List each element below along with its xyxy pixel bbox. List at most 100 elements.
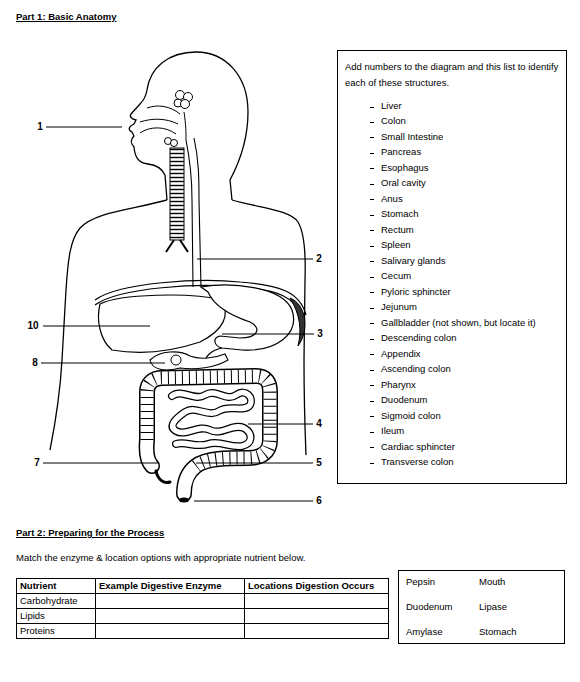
salivary-gland-lobe: [171, 140, 178, 147]
list-dash: [370, 153, 374, 154]
list-dash: [370, 354, 374, 355]
list-item: Descending colon: [381, 332, 457, 344]
bronchi: [166, 240, 188, 252]
nasal-cavity: [147, 106, 180, 114]
table-border: [17, 579, 389, 639]
callout-number: 1: [37, 121, 43, 133]
list-dash: [370, 107, 374, 108]
option-text: Mouth: [479, 576, 505, 588]
list-item: Liver: [381, 100, 402, 112]
callout-number: 7: [34, 457, 40, 469]
colon-haustra: [147, 376, 270, 466]
option-text: Stomach: [479, 626, 517, 638]
instruction-text: Match the enzyme & location options with…: [16, 552, 305, 564]
list-dash: [370, 308, 374, 309]
list-item: Anus: [381, 193, 403, 205]
option-text: Amylase: [406, 626, 442, 638]
option-text: Pepsin: [406, 576, 435, 588]
instruction-text: Add numbers to the diagram and this list…: [345, 59, 560, 91]
callout-number: 3: [317, 328, 323, 340]
leader-line: [197, 259, 313, 260]
list-dash: [370, 416, 374, 417]
option-box: PepsinMouthDuodenumLipaseAmylaseStomach: [398, 570, 565, 644]
list-item: Esophagus: [381, 162, 429, 174]
list-dash: [370, 277, 374, 278]
pancreas: [150, 352, 228, 370]
list-dash: [370, 385, 374, 386]
trachea: [170, 148, 184, 240]
leader-line: [194, 501, 313, 502]
list-dash: [370, 261, 374, 262]
section-heading: Part 1: Basic Anatomy: [16, 11, 117, 23]
list-item: Cecum: [381, 270, 411, 282]
list-dash: [370, 339, 374, 340]
list-item: Cardiac sphincter: [381, 441, 455, 453]
list-dash: [370, 447, 374, 448]
small-intestine-fill: [172, 393, 251, 447]
esophagus-wall: [194, 138, 201, 287]
list-item: Pyloric sphincter: [381, 286, 451, 298]
callout-number: 8: [32, 357, 38, 369]
list-item: Gallbladder (not shown, but locate it): [381, 317, 536, 329]
list-item: Jejunum: [381, 301, 417, 313]
list-dash: [370, 122, 374, 123]
leader-line: [43, 326, 150, 327]
list-dash: [370, 432, 374, 433]
list-dash: [370, 199, 374, 200]
gallbladder: [171, 355, 181, 365]
list-item: Ascending colon: [381, 363, 451, 375]
list-item: Duodenum: [381, 394, 427, 406]
table-cell: Proteins: [20, 623, 55, 638]
structure-list-box: Add numbers to the diagram and this list…: [337, 50, 567, 484]
leader-line: [41, 363, 165, 364]
list-dash: [370, 168, 374, 169]
large-intestine-outline: [147, 376, 270, 494]
large-intestine-fill: [147, 376, 270, 494]
leader-line: [43, 463, 158, 464]
small-intestine-outline: [172, 393, 251, 447]
list-item: Ileum: [381, 425, 404, 437]
liver: [99, 295, 226, 352]
list-dash: [370, 184, 374, 185]
list-item: Sigmoid colon: [381, 410, 441, 422]
table-header-cell: Nutrient: [20, 578, 56, 593]
palate: [140, 119, 178, 124]
list-dash: [370, 463, 374, 464]
list-dash: [370, 246, 374, 247]
table-rule: [16, 608, 389, 609]
table-cell: Lipids: [20, 608, 45, 623]
pharynx-wall: [184, 112, 186, 140]
list-item: Colon: [381, 115, 406, 127]
list-item: Rectum: [381, 224, 414, 236]
list-item: Oral cavity: [381, 177, 426, 189]
leader-line: [248, 424, 313, 425]
list-dash: [370, 230, 374, 231]
list-dash: [370, 137, 374, 138]
section-heading: Part 2: Preparing for the Process: [16, 527, 164, 539]
list-dash: [370, 292, 374, 293]
list-dash: [370, 215, 374, 216]
leader-line: [222, 334, 314, 335]
list-item: Transverse colon: [381, 456, 454, 468]
callout-number: 5: [316, 457, 322, 469]
head-outline: [129, 52, 248, 200]
list-item: Spleen: [381, 239, 411, 251]
list-item: Appendix: [381, 348, 421, 360]
option-text: Lipase: [479, 601, 507, 613]
list-dash: [370, 370, 374, 371]
salivary-gland-lobe: [181, 100, 190, 109]
list-dash: [370, 323, 374, 324]
callout-number: 10: [27, 320, 38, 332]
table-cell: Carbohydrate: [20, 593, 78, 608]
leader-line: [46, 127, 122, 128]
list-item: Salivary glands: [381, 255, 445, 267]
callout-number: 4: [316, 418, 322, 430]
callout-number: 2: [316, 253, 322, 265]
anus: [179, 498, 189, 503]
list-dash: [370, 401, 374, 402]
list-item: Small Intestine: [381, 131, 443, 143]
stomach: [201, 285, 294, 350]
tongue: [140, 128, 176, 134]
table-header-cell: Example Digestive Enzyme: [99, 578, 222, 593]
